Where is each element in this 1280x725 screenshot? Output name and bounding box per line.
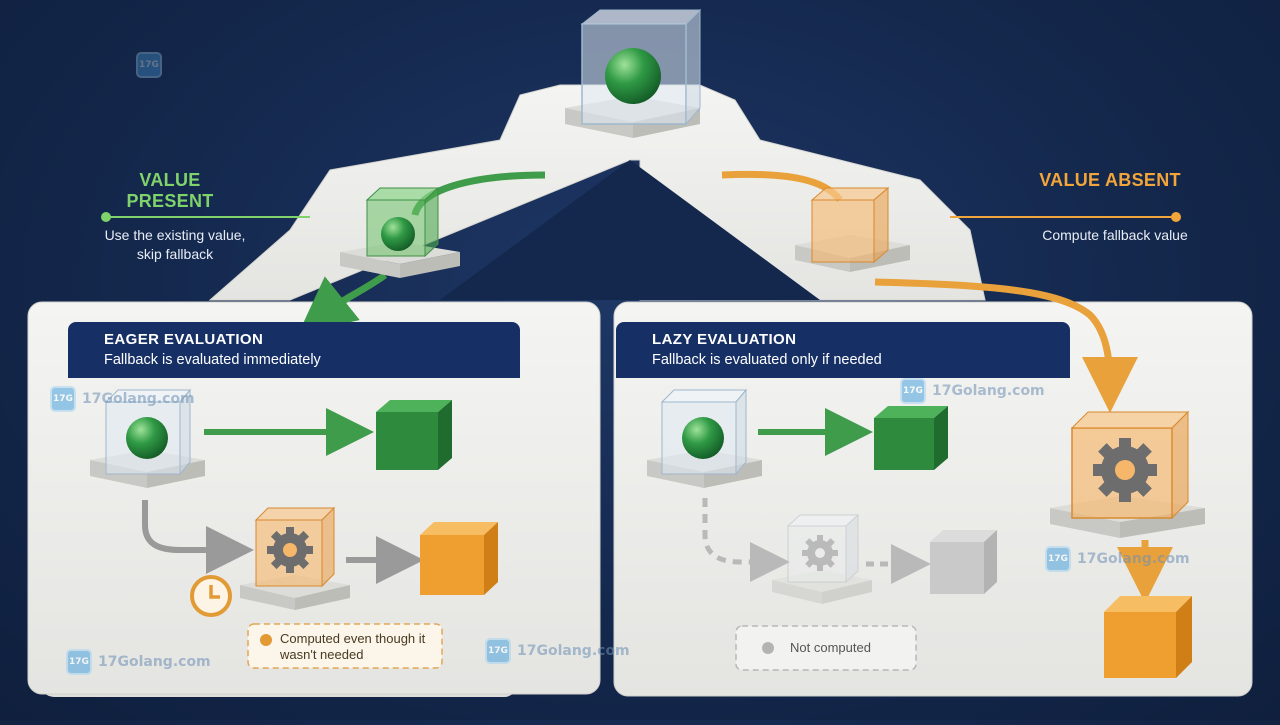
absent-value-cube-icon: [795, 186, 910, 272]
value-absent-desc: Compute fallback value: [1042, 227, 1188, 243]
eager-note-box: [247, 623, 443, 669]
watermark: 17G 17Golang.com: [485, 638, 630, 664]
watermark: 17G 17Golang.com: [1045, 546, 1190, 572]
lazy-gear-icon: [802, 535, 838, 571]
value-present-label: VALUE PRESENT: [95, 170, 245, 212]
present-dot: [101, 212, 111, 222]
present-down-arrow: [298, 272, 388, 334]
watermark-text: 17Golang.com: [98, 654, 211, 670]
watermark-logo-icon: 17G: [485, 638, 511, 664]
absent-down-arrow: [874, 278, 1138, 413]
eager-orange-result-cube-icon: [420, 522, 498, 595]
eager-value-cube-icon: [90, 388, 205, 488]
lazy-compute-gear-icon: [1093, 438, 1157, 502]
eager-gray-arrow: [142, 500, 254, 574]
watermark: 17G 17Golang.com: [900, 378, 1045, 404]
lazy-dashed-arrow: [702, 498, 790, 582]
value-absent-title: VALUE ABSENT: [1039, 170, 1181, 190]
watermark-logo-icon: 17G: [50, 386, 76, 412]
watermark-logo-icon: 17G: [66, 649, 92, 675]
lazy-title: LAZY EVALUATION: [652, 331, 797, 348]
eager-subtitle: Fallback is evaluated immediately: [104, 352, 321, 368]
lazy-note-dot: [762, 642, 774, 654]
lazy-value-cube-icon: [647, 388, 762, 488]
lazy-gray-result-cube-icon: [930, 530, 997, 594]
lazy-orange-result-cube-icon: [1104, 596, 1192, 678]
lazy-note: Not computed: [790, 640, 871, 655]
lazy-subtitle: Fallback is evaluated only if needed: [652, 352, 882, 368]
clock-icon: [190, 575, 232, 617]
eager-title: EAGER EVALUATION: [104, 331, 264, 348]
eager-fallback-cube-icon: [240, 506, 350, 610]
eager-result-cube-icon: [376, 400, 452, 470]
lazy-note-box: [735, 625, 917, 671]
eager-note-dot: [260, 634, 272, 646]
watermark-logo-icon: 17G: [1045, 546, 1071, 572]
lazy-result-cube-icon: [874, 406, 948, 470]
watermark: 17G: [136, 52, 162, 78]
eager-note: Computed even though it wasn't needed: [280, 631, 426, 662]
root-value-cube-icon: [565, 8, 702, 138]
absent-dot: [1171, 212, 1181, 222]
board-gap: [440, 160, 820, 300]
present-value-cube-icon: [340, 186, 460, 278]
eager-header: EAGER EVALUATION Fallback is evaluated i…: [68, 322, 520, 378]
watermark-text: 17Golang.com: [932, 383, 1045, 399]
lazy-header: LAZY EVALUATION Fallback is evaluated on…: [616, 322, 1070, 378]
watermark: 17G 17Golang.com: [50, 386, 195, 412]
value-present-title: VALUE PRESENT: [126, 170, 214, 211]
watermark-logo-icon: 17G: [900, 378, 926, 404]
watermark-text: 17Golang.com: [82, 391, 195, 407]
eager-gear-icon: [267, 527, 313, 573]
watermark-text: 17Golang.com: [517, 643, 630, 659]
value-absent-label: VALUE ABSENT: [1035, 170, 1185, 191]
watermark: 17G 17Golang.com: [66, 649, 211, 675]
value-present-desc: Use the existing value, skip fallback: [104, 227, 246, 262]
watermark-logo-icon: 17G: [136, 52, 162, 78]
watermark-text: 17Golang.com: [1077, 551, 1190, 567]
